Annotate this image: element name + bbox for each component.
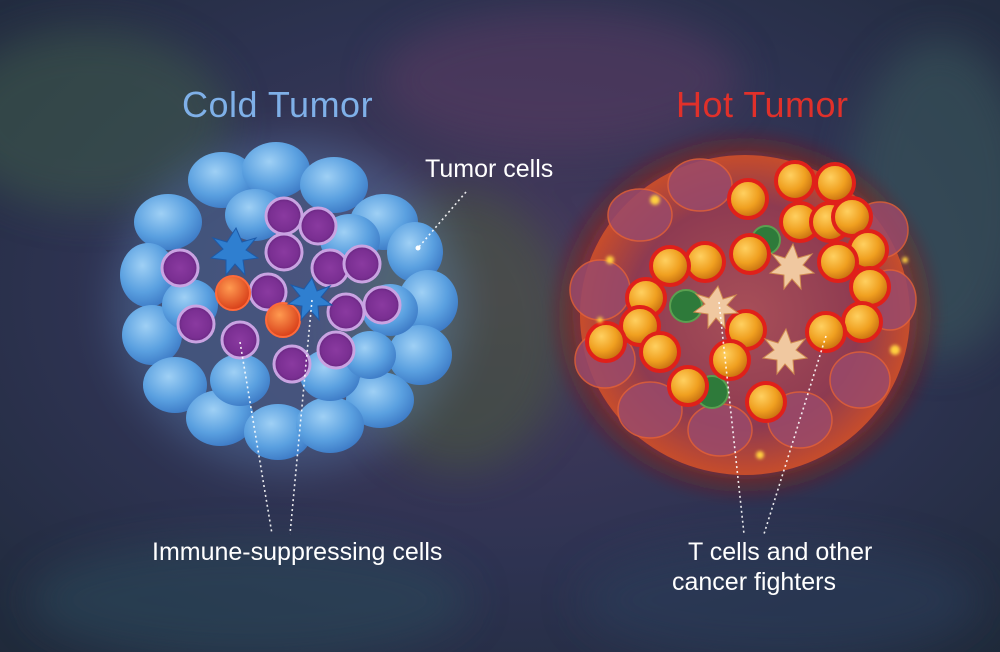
hot-tumor	[545, 125, 945, 505]
cold-tumor	[113, 140, 463, 470]
t-cells-label-line2: cancer fighters	[672, 568, 836, 596]
cold-tumor-title: Cold Tumor	[182, 84, 374, 125]
hot-tumor-title: Hot Tumor	[676, 84, 849, 125]
immune-suppressing-cells-label: Immune-suppressing cells	[152, 538, 443, 566]
t-cells-label-line1: T cells and other	[688, 538, 873, 566]
tumor-cells-label: Tumor cells	[425, 155, 554, 183]
hot-sparks	[597, 195, 908, 459]
